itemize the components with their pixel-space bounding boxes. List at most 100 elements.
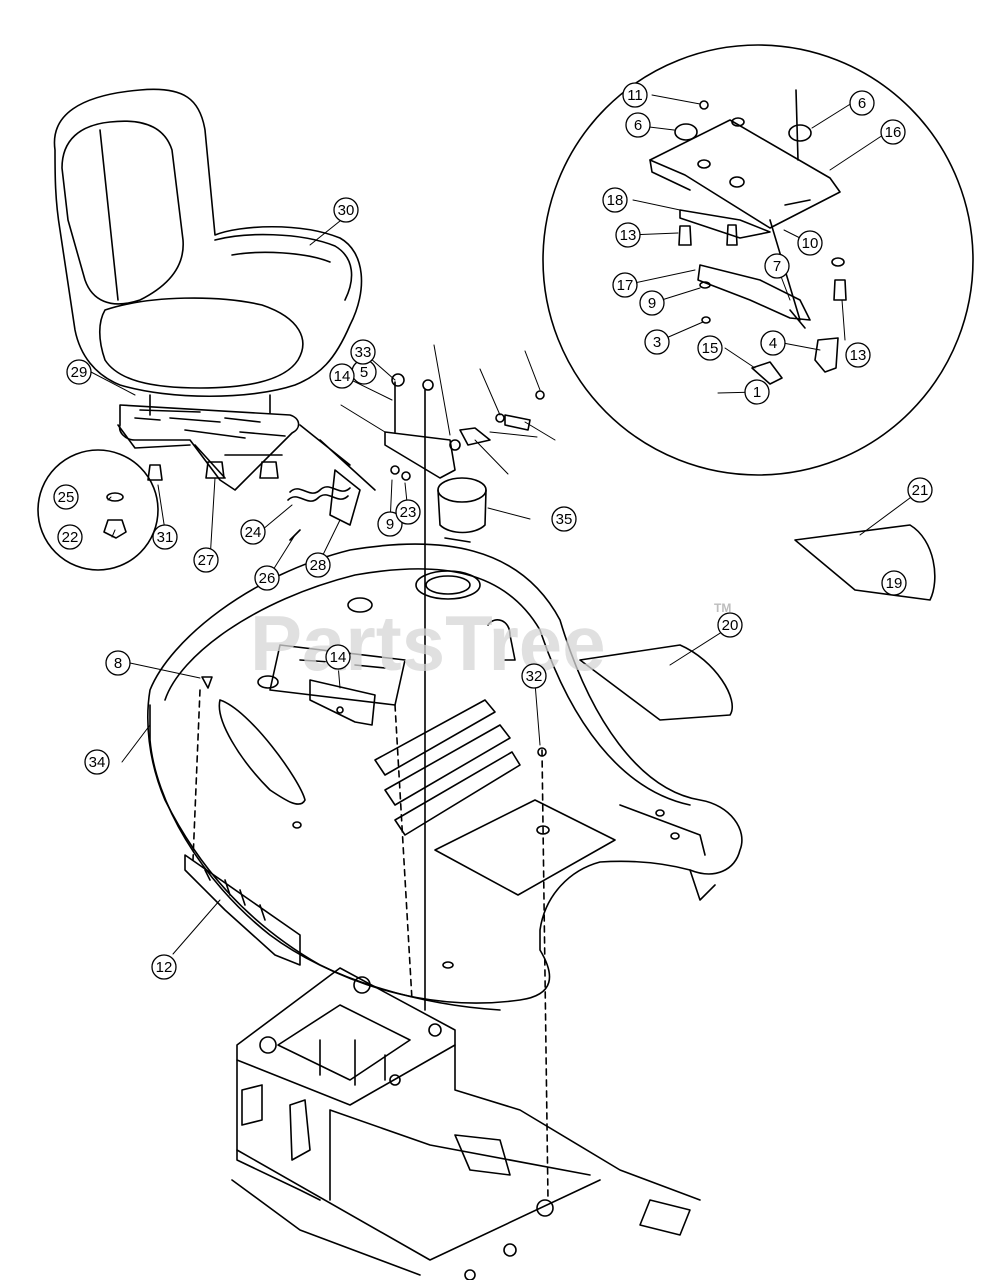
callout-label: 20 (722, 617, 739, 634)
callout-circle (845, 342, 871, 368)
callout-label: 6 (634, 117, 642, 134)
callout-circle (551, 506, 577, 532)
inset-circle-knob (37, 449, 159, 571)
callout-circle (395, 499, 421, 525)
panel-25 (794, 524, 936, 601)
callout-circle (151, 954, 177, 980)
callout-circle (744, 379, 770, 405)
callout-label: 28 (310, 557, 327, 574)
dashed-line-36 (541, 749, 549, 1201)
callout-circle (880, 119, 906, 145)
callout-circle (105, 650, 131, 676)
callout-circle (333, 197, 359, 223)
callout-label: 33 (355, 344, 372, 361)
callout-circle (57, 524, 83, 550)
callout-label: 23 (400, 504, 417, 521)
callout-circle (717, 612, 743, 638)
callout-circle (602, 187, 628, 213)
callout-label: 11 (627, 87, 643, 104)
callout-label: 5 (360, 364, 368, 381)
callout-label: 22 (62, 529, 79, 546)
dashed-line-center (394, 704, 413, 1001)
screw-36 (537, 747, 547, 757)
leader-lines (90, 94, 919, 955)
callout-circle (193, 547, 219, 573)
spring-assembly (287, 424, 376, 541)
callout-label: 35 (556, 511, 573, 528)
callout-circle (639, 290, 665, 316)
callout-label: 12 (156, 959, 173, 976)
callout-label: 3 (653, 334, 661, 351)
callout-circle (764, 253, 790, 279)
callout-label: 1 (753, 384, 761, 401)
seat (53, 88, 363, 416)
callout-circle (66, 359, 92, 385)
callout-circle (254, 565, 280, 591)
callout-circle (329, 363, 355, 389)
seat-bolts (147, 461, 279, 481)
callout-circle (612, 272, 638, 298)
callout-label: 13 (620, 227, 637, 244)
callout-circle (350, 339, 376, 365)
callout-label: 18 (607, 192, 624, 209)
callout-circle (881, 570, 907, 596)
fender-bracket (309, 679, 376, 726)
callout-circle (53, 484, 79, 510)
callout-circle (797, 230, 823, 256)
callout-label: 31 (157, 529, 174, 546)
screw-8 (201, 676, 213, 689)
fender (147, 543, 743, 1011)
callout-label: 4 (769, 335, 777, 352)
callout-circle (644, 329, 670, 355)
callout-circle (240, 519, 266, 545)
callout-label: 34 (89, 754, 106, 771)
callout-label: 16 (885, 124, 902, 141)
callout-label: 32 (526, 668, 543, 685)
callout-label: 27 (198, 552, 215, 569)
callout-label: 17 (617, 277, 634, 294)
wire-bracket (184, 854, 301, 966)
callout-circle (849, 90, 875, 116)
dashed-line-8 (192, 689, 201, 861)
callout-label: 26 (259, 570, 276, 587)
callout-circle (84, 749, 110, 775)
callout-label: 15 (702, 340, 719, 357)
callout-circle (152, 524, 178, 550)
callout-label: 14 (334, 368, 351, 385)
callout-circle (615, 222, 641, 248)
callout-label: 19 (886, 575, 903, 592)
callout-label: 9 (648, 295, 656, 312)
callout-circle (907, 477, 933, 503)
cup-holder (437, 477, 487, 543)
watermark-trademark: TM (714, 601, 731, 615)
callout-label: 13 (850, 347, 867, 364)
callout-circle (697, 335, 723, 361)
callout-circle (377, 511, 403, 537)
callout-circle (622, 82, 648, 108)
callout-circle (521, 663, 547, 689)
detail-circle (542, 44, 974, 476)
callout-circle (325, 644, 351, 670)
callout-label: 24 (245, 524, 262, 541)
callout-label: 7 (773, 258, 781, 275)
callout-circle (305, 552, 331, 578)
callout-label: 21 (912, 482, 929, 499)
panel-24 (579, 644, 733, 721)
callout-circle (625, 112, 651, 138)
callout-label: 14 (330, 649, 347, 666)
latch-parts (459, 390, 545, 446)
callout-label: 8 (114, 655, 122, 672)
callout-label: 9 (386, 516, 394, 533)
callout-label: 30 (338, 202, 355, 219)
frame (231, 967, 701, 1280)
callout-label: 29 (71, 364, 88, 381)
watermark-text: PartsTree (250, 599, 606, 687)
callout-label: 25 (58, 489, 75, 506)
callout-circle (760, 330, 786, 356)
callout-label: 10 (802, 235, 819, 252)
seat-bracket (384, 373, 461, 1011)
callout-label: 6 (858, 95, 866, 112)
